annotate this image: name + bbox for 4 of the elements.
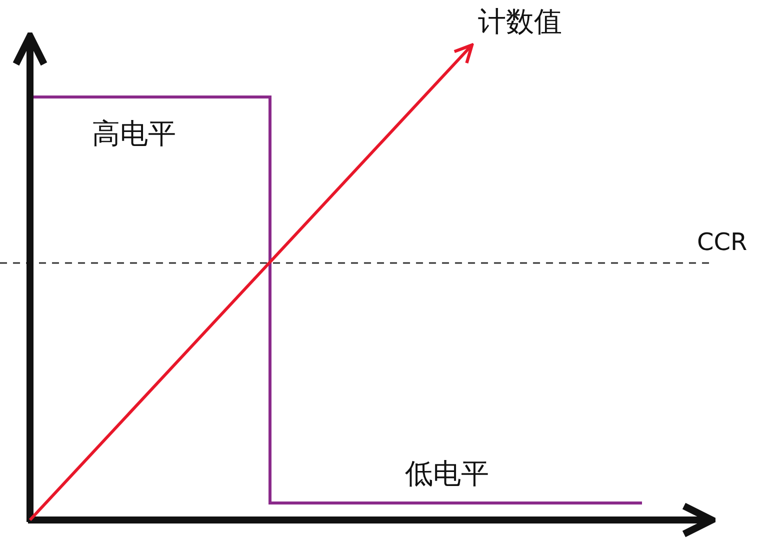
threshold-label: CCR [697,230,748,254]
axis-label: 计数值 [478,8,562,36]
level-label: 高电平 [92,120,176,148]
level-label: 低电平 [405,460,489,488]
